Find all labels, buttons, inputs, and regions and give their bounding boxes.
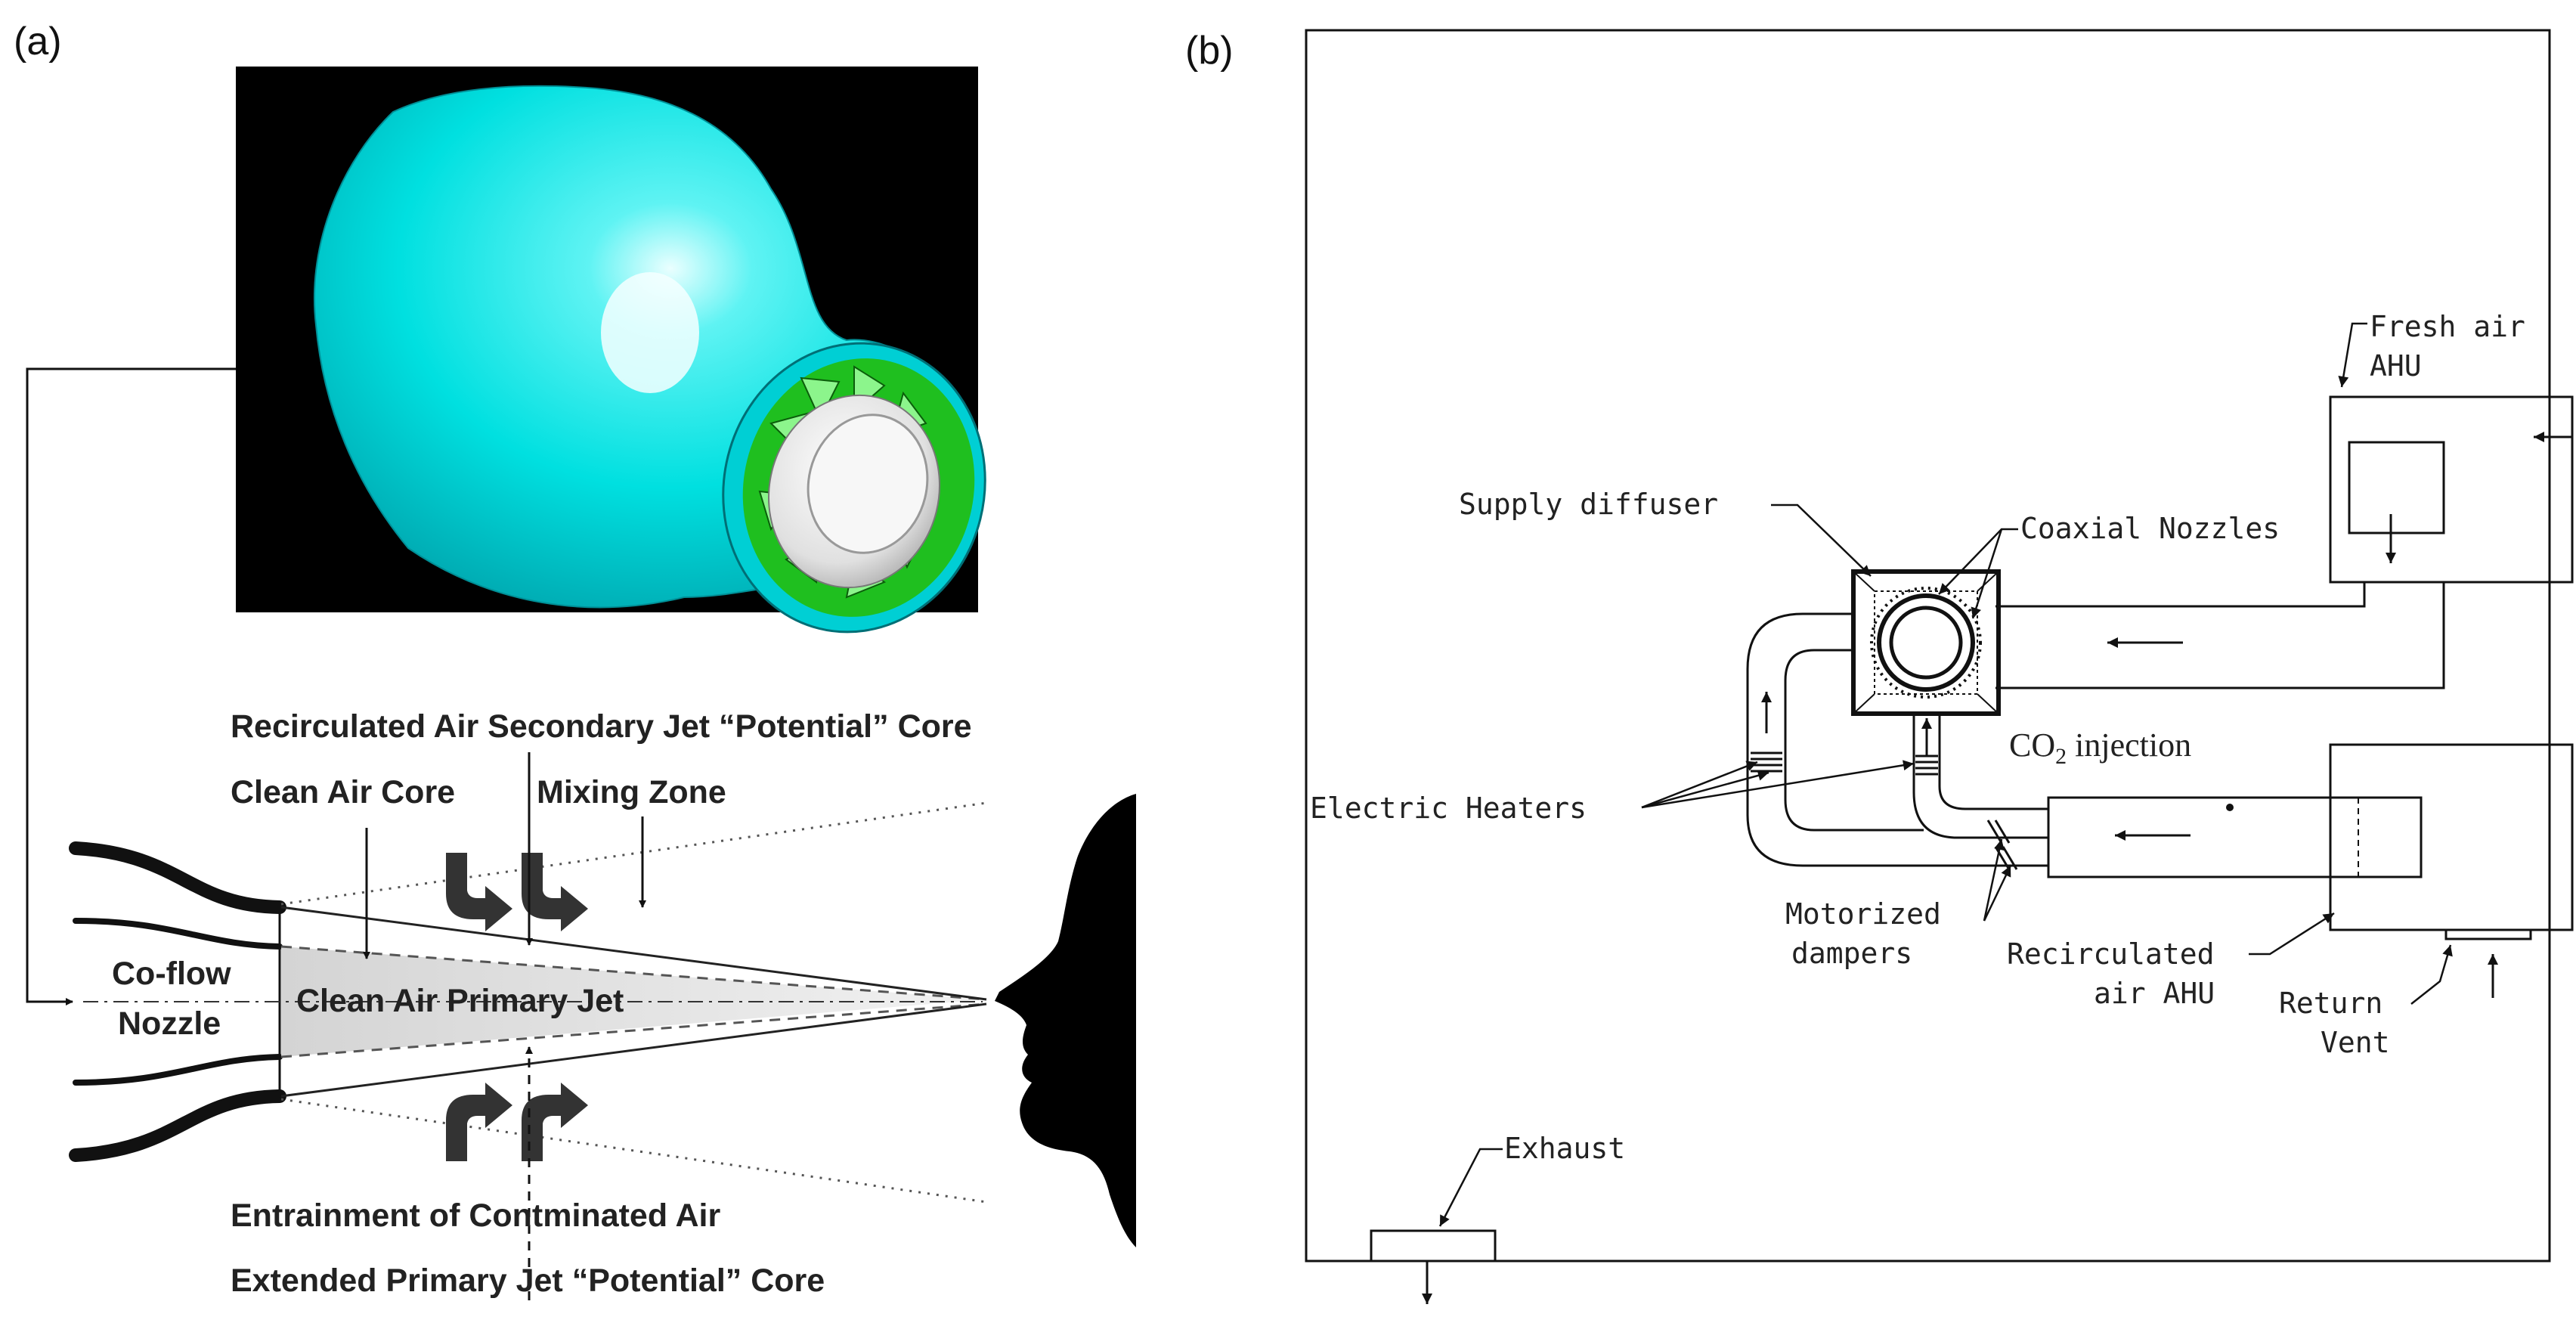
room-boundary bbox=[1305, 29, 2551, 1263]
bypass-duct-inner bbox=[1784, 649, 1924, 832]
label-mixing-zone: Mixing Zone bbox=[537, 774, 726, 810]
render-connector-line bbox=[26, 367, 236, 1005]
diffuser-diagonal bbox=[1853, 693, 1875, 714]
label-dampers: dampers bbox=[1791, 937, 1912, 970]
mixing-lower-boundary bbox=[280, 1098, 987, 1204]
leader-heater-b bbox=[1641, 770, 1769, 809]
human-head-silhouette bbox=[995, 794, 1136, 1247]
label-primary-jet: Clean Air Primary Jet bbox=[296, 983, 624, 1019]
leader-exhaust bbox=[1438, 1148, 1503, 1227]
leader-recirculated bbox=[2249, 912, 2335, 956]
core-lower-boundary bbox=[280, 1002, 987, 1058]
heater-coil-left bbox=[1751, 751, 1782, 773]
label-recirculated-core: Recirculated Air Secondary Jet “Potentia… bbox=[231, 708, 972, 745]
leader-coaxial-a bbox=[1938, 528, 2018, 595]
diffuser-diagonal bbox=[1977, 571, 1999, 592]
label-exhaust: Exhaust bbox=[1504, 1132, 1625, 1165]
label-co2-injection: CO2 injection bbox=[2009, 727, 2191, 769]
label-entrainment: Entrainment of Contminated Air bbox=[231, 1198, 720, 1234]
diffuser-diagonal bbox=[1853, 571, 1875, 592]
fresh-air-filter-box bbox=[2348, 441, 2445, 534]
nozzle-render bbox=[236, 67, 986, 634]
label-nozzle: Nozzle bbox=[118, 1005, 221, 1042]
exhaust-vent bbox=[1370, 1229, 1497, 1263]
supply-diffuser bbox=[1851, 569, 2001, 716]
label-fresh-air-ahu: AHU bbox=[2370, 349, 2422, 383]
label-coaxial-nozzles: Coaxial Nozzles bbox=[2020, 512, 2280, 545]
entrainment-arrows-top bbox=[446, 853, 588, 931]
damper-marks bbox=[1986, 820, 2018, 870]
panel-a-label: (a) bbox=[14, 20, 62, 64]
body-highlight bbox=[601, 272, 699, 393]
label-electric-heaters: Electric Heaters bbox=[1310, 792, 1587, 825]
secondary-upper-boundary bbox=[280, 906, 987, 1001]
coaxial-nozzle-dotted bbox=[1870, 587, 1982, 699]
label-extended-core: Extended Primary Jet “Potential” Core bbox=[231, 1263, 825, 1299]
recirculated-air-ahu bbox=[2329, 743, 2574, 931]
fresh-air-ahu bbox=[2329, 395, 2574, 584]
label-coflow: Co-flow bbox=[112, 956, 231, 992]
panel-b-label: (b) bbox=[1185, 29, 1234, 73]
label-recirculated: Recirculated bbox=[2007, 937, 2215, 971]
bypass-duct-outer bbox=[1746, 612, 2048, 867]
curved-arrow-icon bbox=[446, 853, 512, 931]
leader-supply-diffuser bbox=[1771, 503, 1872, 577]
label-supply-diffuser: Supply diffuser bbox=[1459, 488, 1718, 521]
curved-arrow-icon bbox=[522, 853, 588, 931]
panel-a: (a) bbox=[14, 20, 1136, 1300]
curved-arrow-icon bbox=[446, 1083, 512, 1161]
label-recirculated-ahu: air AHU bbox=[2094, 977, 2215, 1010]
heater-coil-center bbox=[1915, 754, 1938, 776]
secondary-lower-boundary bbox=[280, 1002, 987, 1098]
leader-heater-a bbox=[1641, 761, 1758, 809]
leader-return-vent bbox=[2410, 944, 2453, 1005]
center-pipe-bore bbox=[807, 414, 929, 554]
panel-b: (b) bbox=[1185, 29, 2574, 1304]
supply-diffuser-inner bbox=[1874, 590, 1978, 695]
label-motorized: Motorized bbox=[1785, 897, 1941, 931]
label-return: Return bbox=[2279, 987, 2382, 1020]
co2-injection-point bbox=[2226, 804, 2234, 811]
coaxial-nozzle-outer bbox=[1877, 593, 1975, 692]
fresh-air-duct-top bbox=[1995, 582, 2366, 608]
fresh-air-duct-bottom bbox=[1995, 582, 2445, 689]
leader-heater-c bbox=[1641, 760, 1915, 809]
label-vent: Vent bbox=[2321, 1026, 2390, 1059]
coflow-nozzle bbox=[69, 841, 286, 1162]
center-duct-inner bbox=[1938, 714, 2048, 810]
leader-damper-a bbox=[1983, 838, 2005, 922]
diffuser-diagonal bbox=[1977, 693, 1999, 714]
center-duct-outer bbox=[1912, 714, 2048, 839]
label-clean-air-core: Clean Air Core bbox=[231, 774, 455, 810]
entrainment-arrows-bottom bbox=[446, 1083, 588, 1161]
label-fresh-air: Fresh air bbox=[2370, 310, 2525, 343]
leader-coaxial-b bbox=[1971, 528, 2003, 619]
return-vent bbox=[2444, 928, 2532, 940]
leader-damper-b bbox=[1983, 865, 2012, 922]
core-upper-boundary bbox=[280, 945, 987, 1001]
coaxial-nozzle-inner bbox=[1889, 606, 1963, 680]
leader-fresh-air bbox=[2338, 322, 2367, 388]
recirc-filter-box bbox=[2047, 796, 2423, 878]
mixing-upper-boundary bbox=[280, 801, 987, 906]
curved-arrow-icon bbox=[522, 1083, 588, 1161]
